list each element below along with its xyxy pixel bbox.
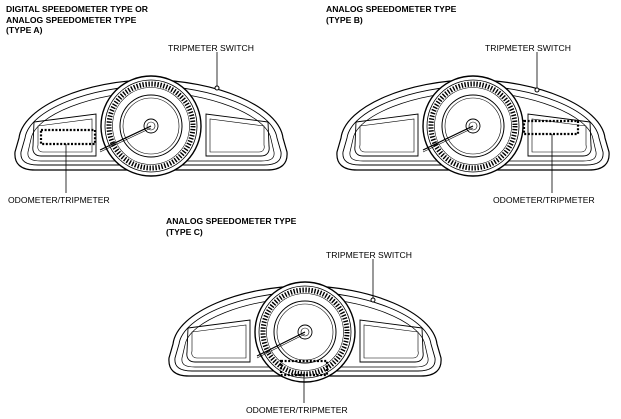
type-b-heading: ANALOG SPEEDOMETER TYPE (TYPE B) (326, 4, 456, 25)
type-c-heading-line-1: ANALOG SPEEDOMETER TYPE (166, 216, 297, 226)
type-b-cluster (337, 52, 609, 193)
type-a-tripmeter-switch-label: TRIPMETER SWITCH (168, 43, 254, 53)
type-c-heading: ANALOG SPEEDOMETER TYPE (TYPE C) (166, 216, 296, 237)
type-b-heading-line-1: ANALOG SPEEDOMETER TYPE (326, 4, 457, 14)
type-a-odometer-label: ODOMETER/TRIPMETER (8, 195, 110, 205)
type-a-cluster (15, 52, 287, 193)
type-b-tripmeter-switch-label: TRIPMETER SWITCH (485, 43, 571, 53)
type-a-heading-line-2: ANALOG SPEEDOMETER TYPE (6, 14, 137, 25)
type-c-odometer-label: ODOMETER/TRIPMETER (246, 405, 348, 415)
type-c-heading-line-2: (TYPE C) (166, 226, 203, 237)
type-c-tripmeter-switch-label: TRIPMETER SWITCH (326, 250, 412, 260)
type-b-heading-line-2: (TYPE B) (326, 14, 363, 25)
type-a-heading: DIGITAL SPEEDOMETER TYPE OR ANALOG SPEED… (6, 4, 148, 36)
type-c-cluster (169, 259, 441, 403)
type-b-odometer-label: ODOMETER/TRIPMETER (493, 195, 595, 205)
type-a-heading-line-3: (TYPE A) (6, 25, 43, 35)
type-a-heading-line-1: DIGITAL SPEEDOMETER TYPE OR (6, 4, 148, 14)
